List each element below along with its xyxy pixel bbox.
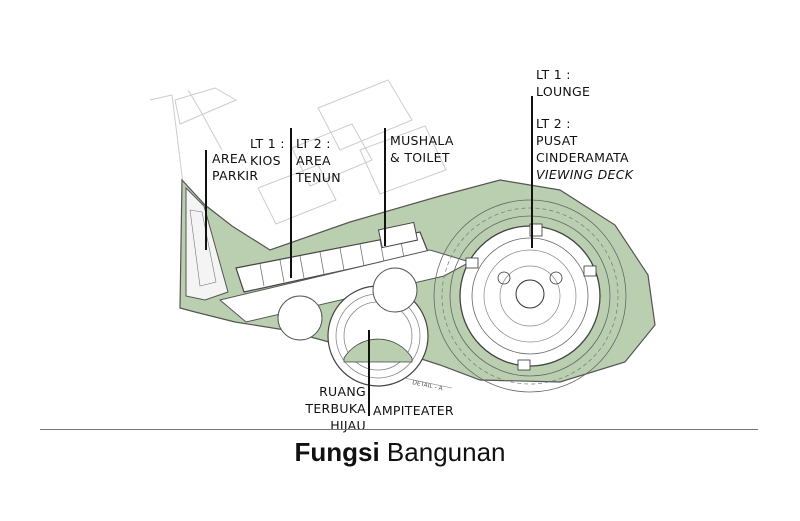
parcel [257,164,337,225]
parking-strip [185,186,229,301]
leader-line-ampiteater [368,330,370,416]
parcel [317,79,413,151]
label-line: TERBUKA [305,401,366,416]
parking-stalls [189,209,217,287]
leader-line-kios-tenun [290,128,292,278]
kiosk-building [235,221,429,293]
road-edge [187,89,223,151]
label-line: PUSAT [536,133,578,148]
label-line: AREA [296,153,331,168]
leader-line-mushala [384,128,386,246]
label-line: AMPITEATER [373,403,454,418]
mushala-block [377,221,419,249]
label-ampiteater: AMPITEATER [373,402,454,419]
title-bold: Fungsi [294,437,380,467]
label-line: & TOILET [390,150,450,165]
title-rest: Bangunan [379,437,506,467]
label-line: PARKIR [212,168,259,183]
label-ruang-terbuka: RUANG TERBUKA HIJAU [290,383,366,434]
title-divider [40,429,758,430]
parcel [291,123,373,187]
detail-line [403,377,453,389]
label-kios: LT 1 : KIOS [250,135,285,169]
leader-line-parkir [205,150,207,250]
label-line: LOUNGE [536,84,591,99]
label-line-italic: VIEWING DECK [536,167,634,182]
figure-title: Fungsi Bangunan [0,437,800,468]
leader-line-round-building [531,96,533,248]
label-line: HIJAU [330,418,366,433]
label-line: CINDERAMATA [536,150,629,165]
label-tenun: LT 2 : AREA TENUN [296,135,341,186]
label-parkir: AREA PARKIR [212,150,258,184]
label-line: LT 1 : [250,136,285,151]
label-line: LT 2 : [536,116,571,131]
parcel [359,125,447,195]
label-mushala: MUSHALA & TOILET [390,132,454,166]
surrounding-parcels [149,79,447,301]
label-line: AREA [212,151,247,166]
label-lounge: LT 1 : LOUNGE [536,66,590,100]
round-building [433,199,627,393]
detail-annotation: DETAIL - A [412,379,445,392]
label-line: MUSHALA [390,133,454,148]
label-line: LT 1 : [536,67,571,82]
label-line: TENUN [296,170,341,185]
garden-court [372,267,418,313]
label-line: KIOS [250,153,281,168]
label-pusat-cinderamata: LT 2 : PUSAT CINDERAMATA VIEWING DECK [536,115,633,183]
label-line: LT 2 : [296,136,331,151]
garden-court [277,295,323,341]
label-line: RUANG [319,384,366,399]
parcel [174,87,238,125]
